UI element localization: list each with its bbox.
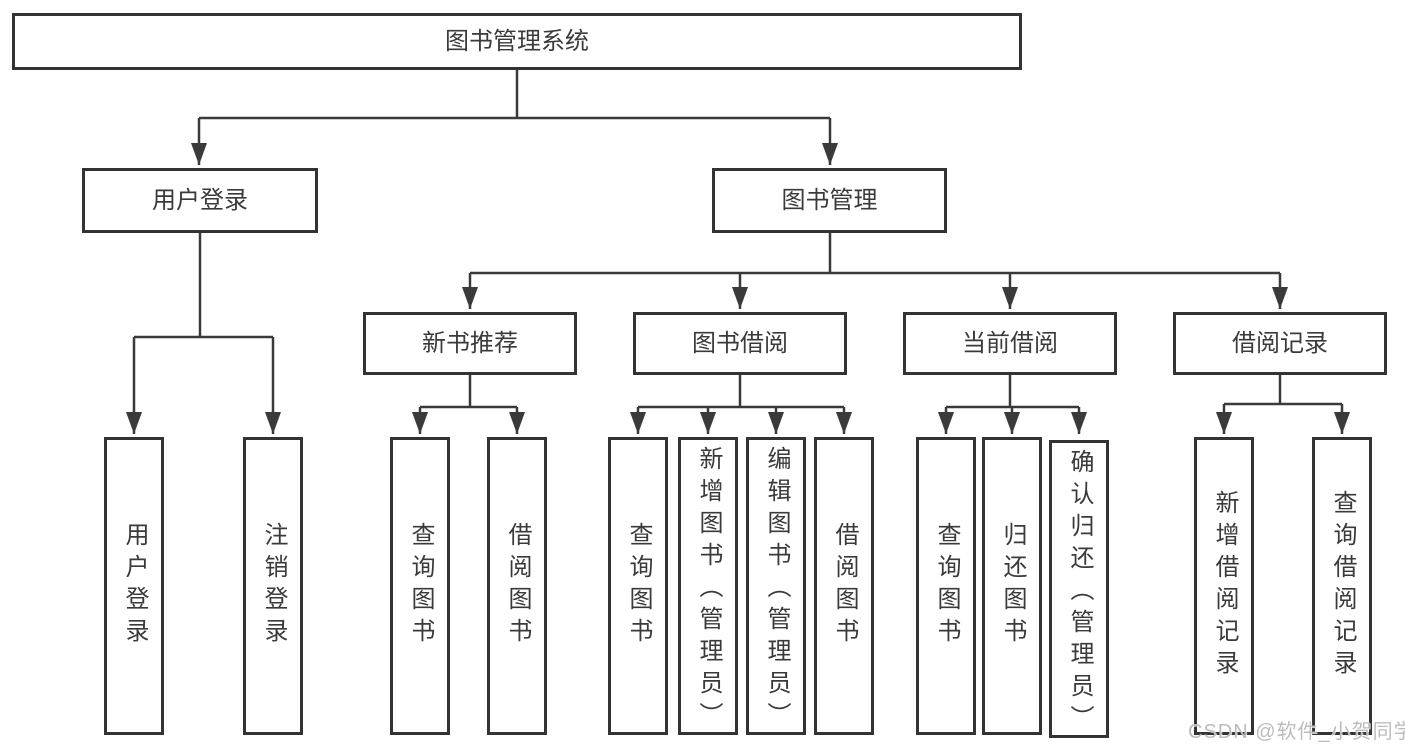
node-book-mgmt: 图书管理 [712,168,947,233]
node-book-borrow: 图书借阅 [633,312,847,375]
leaf-current-return-books: 归还图书 [982,437,1042,735]
node-borrow-records: 借阅记录 [1173,312,1387,375]
node-user-login: 用户登录 [82,168,318,233]
watermark: CSDN @软件_小贺同学 [1188,721,1405,743]
leaf-newbooks-borrow-books: 借阅图书 [487,437,547,735]
leaf-borrow-query-books: 查询图书 [608,437,668,735]
node-current-borrow: 当前借阅 [903,312,1117,375]
leaf-user-logout: 注销登录 [243,437,303,735]
leaf-user-login: 用户登录 [104,437,164,735]
leaf-records-add-record: 新增借阅记录 [1194,437,1254,735]
leaf-borrow-edit-books-admin: 编辑图书（管理员） [746,437,806,735]
leaf-borrow-add-books-admin: 新增图书（管理员） [678,437,738,735]
leaf-borrow-borrow-books: 借阅图书 [814,437,874,735]
leaf-newbooks-query-books: 查询图书 [390,437,450,735]
leaf-current-confirm-return-admin: 确认归还（管理员） [1049,440,1109,738]
leaf-current-query-books: 查询图书 [916,437,976,735]
node-new-books: 新书推荐 [363,312,577,375]
leaf-records-query-record: 查询借阅记录 [1312,437,1372,735]
node-root: 图书管理系统 [12,13,1022,70]
